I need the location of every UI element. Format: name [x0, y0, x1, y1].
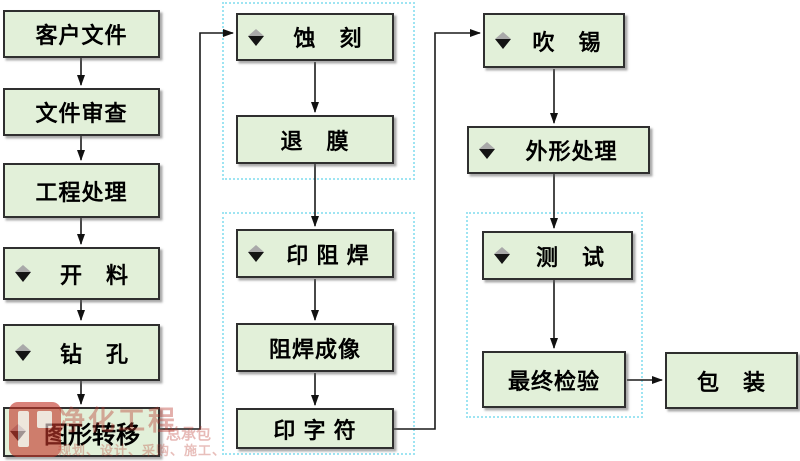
- node-label: 开 料: [59, 262, 129, 288]
- watermark-text-line2: 总承包: [166, 426, 212, 443]
- node-label: 钻 孔: [59, 341, 129, 367]
- node-cutting: 开 料: [3, 247, 160, 300]
- node-file-review: 文件审查: [3, 88, 160, 136]
- node-final-inspection: 最终检验: [482, 351, 626, 408]
- diamond-icon: [15, 265, 31, 282]
- node-label: 印 字 符: [273, 417, 357, 443]
- node-film-stripping: 退 膜: [236, 115, 394, 164]
- node-packaging: 包 装: [665, 352, 798, 409]
- node-solder-mask-imaging: 阻焊成像: [236, 323, 394, 372]
- node-solder-mask-print: 印 阻 焊: [236, 229, 394, 278]
- diamond-icon: [10, 423, 26, 441]
- node-label: 外形处理: [525, 139, 618, 164]
- node-label: 蚀 刻: [293, 26, 363, 51]
- node-pattern-transfer: 图形转移: [3, 407, 160, 457]
- node-label: 印 阻 焊: [286, 242, 370, 268]
- node-profile-processing: 外形处理: [467, 126, 650, 174]
- node-label: 文件审查: [35, 101, 128, 126]
- node-label: 最终检验: [507, 368, 600, 394]
- node-label: 退 膜: [280, 128, 350, 154]
- diamond-icon: [15, 344, 31, 361]
- node-legend-print: 印 字 符: [236, 408, 394, 449]
- node-testing: 测 试: [482, 231, 633, 280]
- node-label: 客户文件: [35, 23, 128, 48]
- node-label: 工程处理: [35, 179, 128, 205]
- node-label: 测 试: [535, 244, 605, 270]
- node-label: 阻焊成像: [268, 336, 361, 362]
- diamond-icon: [248, 28, 264, 46]
- node-label: 图形转移: [44, 421, 140, 449]
- node-customer-files: 客户文件: [3, 10, 160, 58]
- diamond-icon: [479, 141, 495, 159]
- diamond-icon: [248, 245, 264, 262]
- node-label: 吹 锡: [532, 29, 602, 55]
- diamond-icon: [495, 32, 511, 49]
- node-drilling: 钻 孔: [3, 324, 160, 381]
- diamond-icon: [494, 247, 510, 264]
- node-label: 包 装: [696, 369, 766, 395]
- node-etching: 蚀 刻: [236, 13, 394, 61]
- node-engineering: 工程处理: [3, 163, 160, 218]
- node-tin-blowing: 吹 锡: [483, 13, 625, 68]
